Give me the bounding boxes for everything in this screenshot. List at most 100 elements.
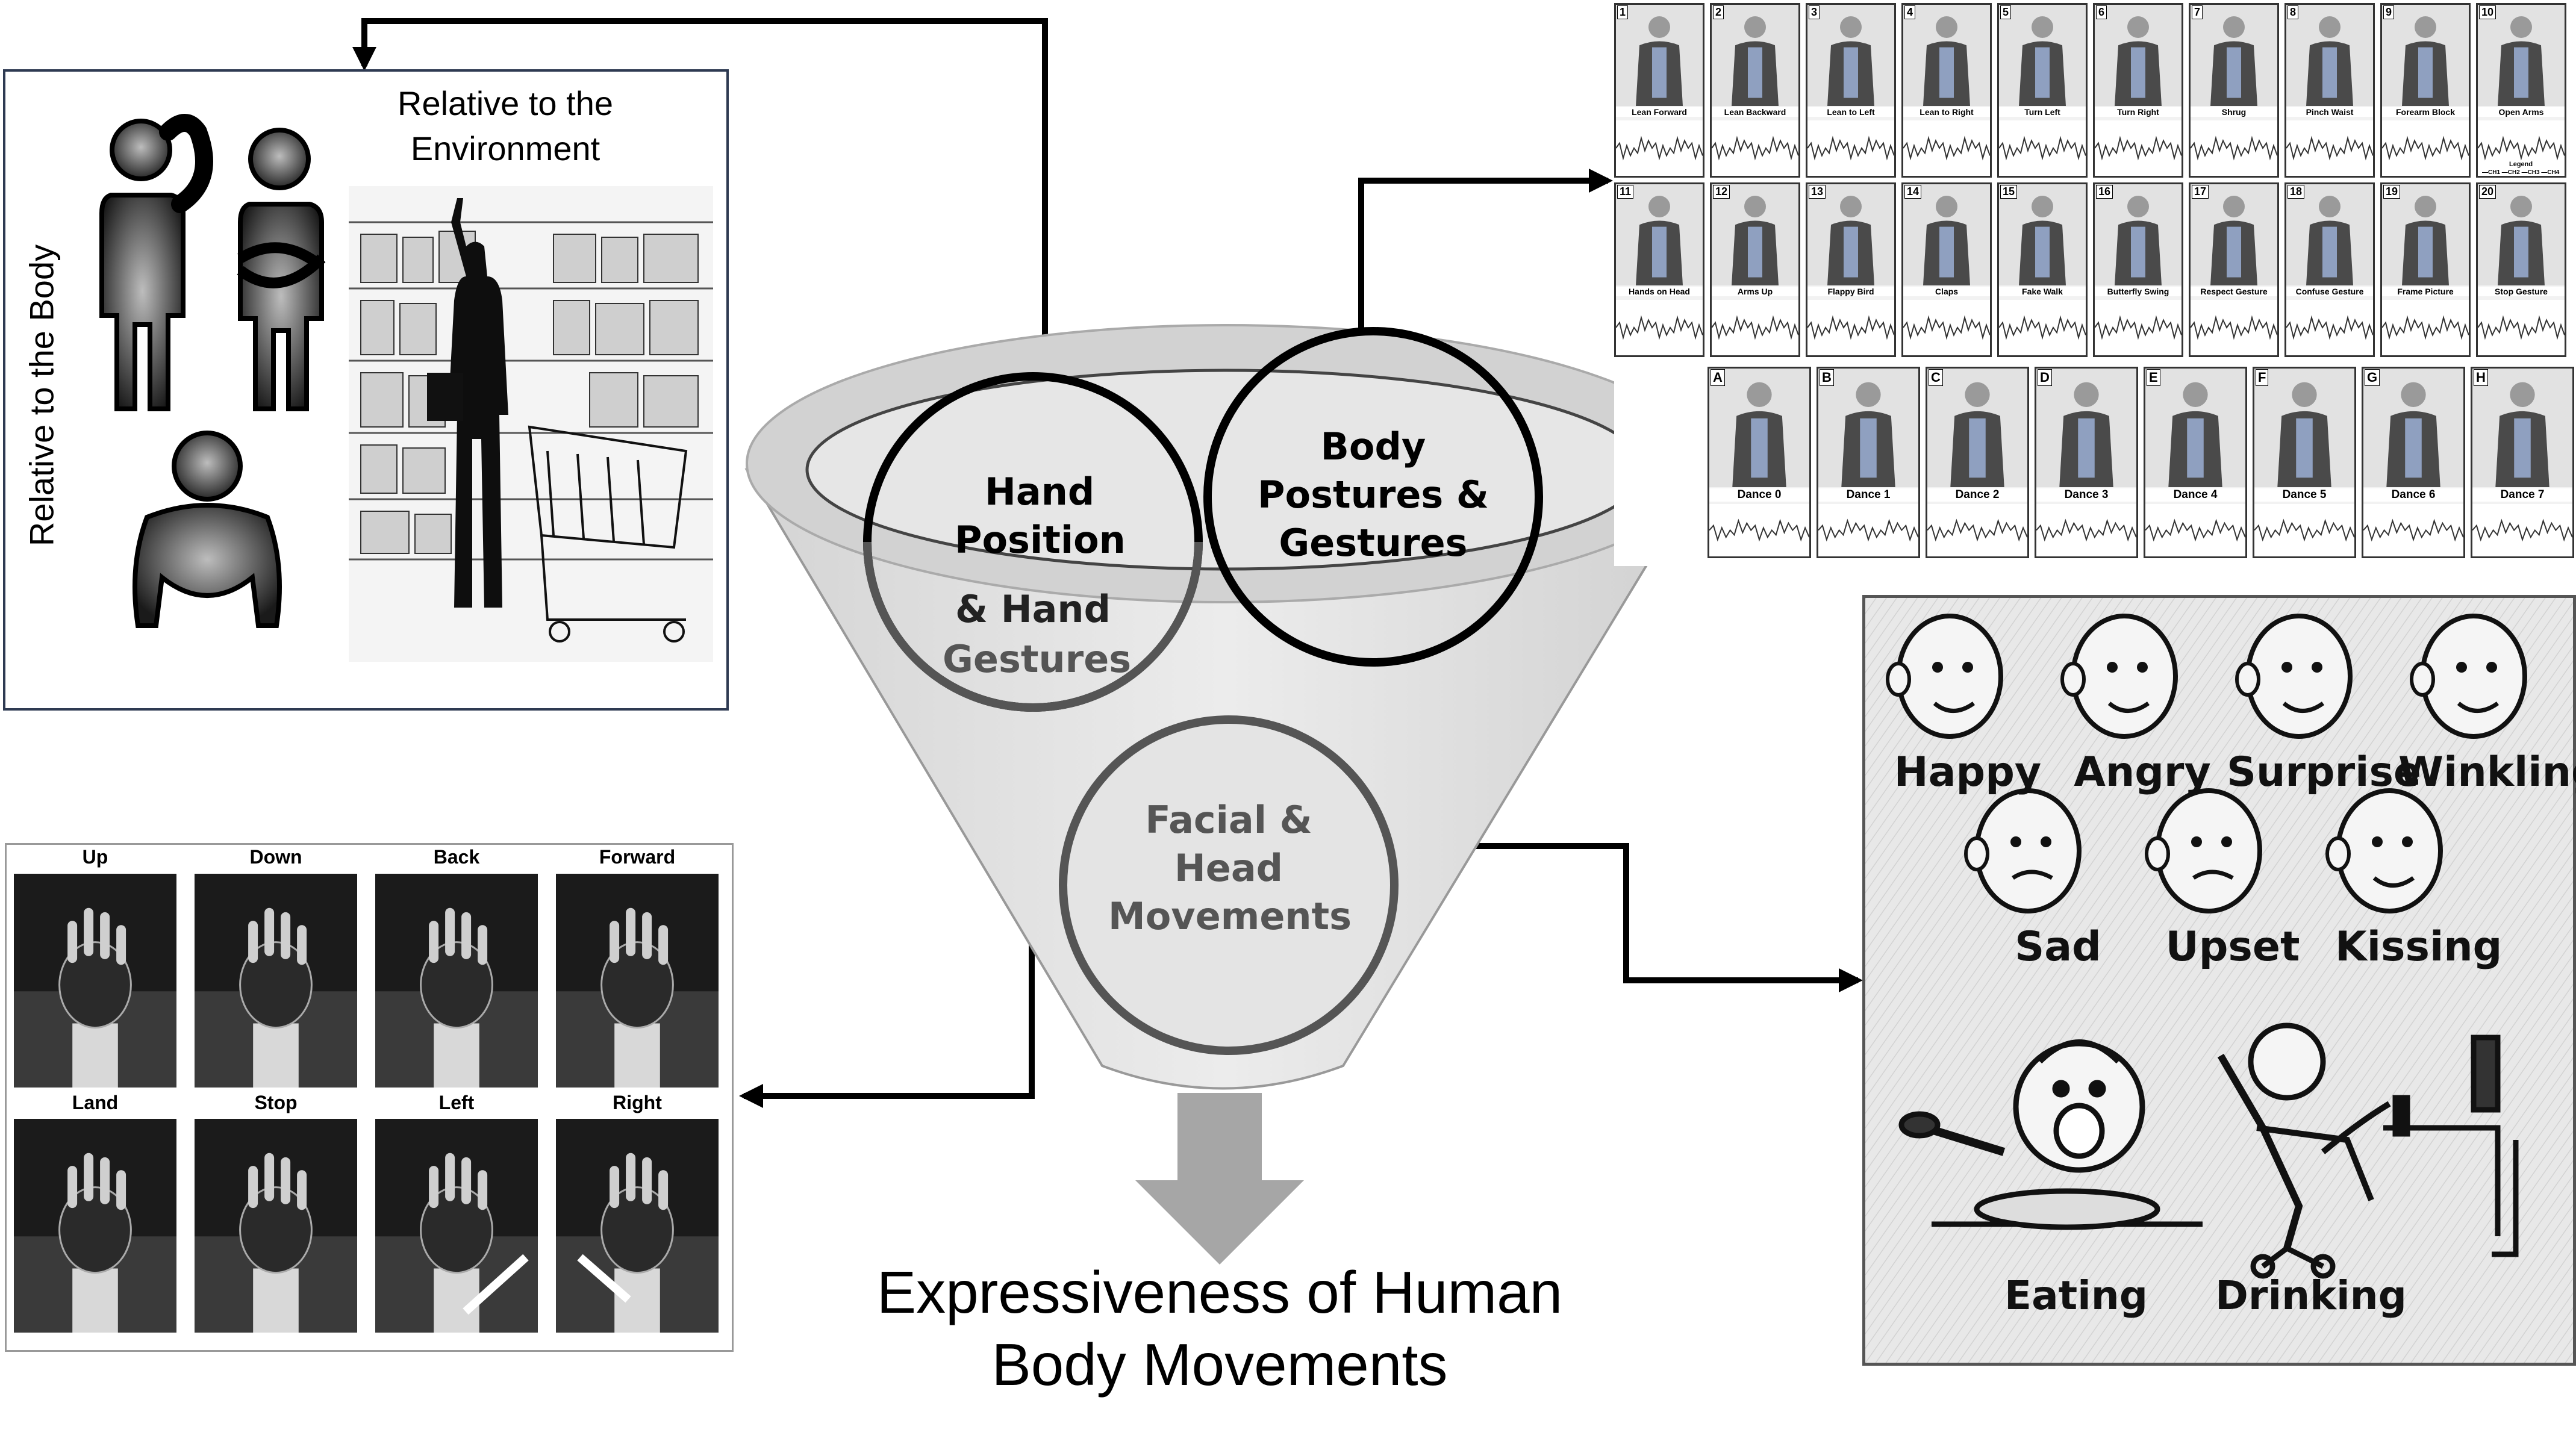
shopping-cart — [528, 425, 688, 643]
funnel-rim-inner — [805, 369, 1646, 571]
posture-image — [2382, 184, 2469, 285]
down-arrow-icon — [1135, 1093, 1304, 1265]
dance-letter: G — [2365, 369, 2380, 386]
face-circle-line2: Head — [1174, 846, 1283, 890]
face-expression-label: Winkling — [2398, 748, 2576, 796]
face-expression-label: Sad — [2015, 923, 2101, 971]
dance-label: Dance 2 — [1927, 488, 2027, 502]
supermarket-scene-image — [349, 186, 713, 662]
person-arms-crossed-icon — [237, 128, 326, 411]
face-expression-label: Kissing — [2335, 923, 2503, 971]
posture-image — [2286, 184, 2373, 285]
posture-number: 8 — [2288, 5, 2299, 19]
person-crouching-icon — [133, 431, 282, 628]
posture-image — [2095, 5, 2181, 106]
posture-image — [2478, 5, 2565, 106]
signal-trace — [1616, 300, 1703, 355]
posture-label: Arms Up — [1712, 287, 1798, 296]
signal-trace — [1927, 504, 2027, 556]
signal-trace — [1712, 300, 1798, 355]
dance-letter: E — [2147, 369, 2160, 386]
face-sketch-icon — [2145, 788, 2262, 913]
legend-title: Legend — [2509, 161, 2533, 168]
posture-image — [2382, 5, 2469, 106]
posture-number: 9 — [2383, 5, 2395, 19]
posture-number: 12 — [1713, 185, 1730, 199]
hand-circle-lower-gray — [863, 541, 1203, 712]
signal-trace — [2145, 504, 2245, 556]
posture-number: 10 — [2479, 5, 2496, 19]
face-sketch-icon — [1964, 788, 2082, 913]
signal-trace — [1818, 504, 1918, 556]
dance-image — [1927, 369, 2027, 487]
dance-image — [2036, 369, 2136, 487]
face-panel: HappyAngrySurpriseWinklingSadUpsetKissin… — [1862, 595, 2576, 1366]
posture-number: 14 — [1904, 185, 1922, 199]
posture-image — [1999, 184, 2086, 285]
body-circle-line3: Gestures — [1279, 521, 1468, 565]
dance-image — [2254, 369, 2354, 487]
posture-image — [1807, 5, 1894, 106]
face-expression-label: Happy — [1894, 748, 2042, 796]
funnel-diagram — [744, 324, 1707, 1090]
posture-label: Pinch Waist — [2286, 107, 2373, 117]
dance-letter: H — [2474, 369, 2488, 386]
signal-trace — [2191, 120, 2277, 176]
face-sketch-icon — [2325, 788, 2443, 913]
face-expression-label: Upset — [2165, 923, 2300, 971]
hand-gesture-label: Land — [72, 1092, 119, 1113]
signal-trace — [2036, 504, 2136, 556]
activity-label: Drinking — [2215, 1272, 2407, 1319]
hand-gesture-panel: Up Down Back — [5, 843, 734, 1352]
hand-circle-line1: Hand — [985, 470, 1095, 514]
dance-card: E Dance 4 — [2144, 367, 2247, 558]
legend-entries: —CH1 —CH2 —CH3 —CH4 — [2482, 169, 2560, 176]
posture-number: 7 — [2192, 5, 2203, 19]
posture-image — [2191, 184, 2277, 285]
signal-trace — [2095, 300, 2181, 355]
hand-gesture-label: Right — [613, 1092, 662, 1113]
hand-circle-line3: & Hand — [955, 587, 1111, 631]
dance-image — [1818, 369, 1918, 487]
posture-image — [2286, 5, 2373, 106]
person-hand-on-head-icon — [99, 114, 213, 411]
body-circle — [1203, 327, 1543, 667]
arrow-to-posture-panel — [1358, 169, 1613, 337]
posture-label: Claps — [1903, 287, 1990, 296]
posture-number: 2 — [1713, 5, 1724, 19]
hand-circle-line2: Position — [955, 518, 1126, 562]
dance-letter: C — [1929, 369, 1943, 386]
body-circle-line1: Body — [1320, 425, 1426, 468]
hand-gesture-image — [14, 874, 176, 1088]
dance-label: Dance 5 — [2254, 488, 2354, 502]
posture-image — [1903, 5, 1990, 106]
hand-gesture-label: Left — [438, 1092, 475, 1113]
posture-label: Forearm Block — [2382, 107, 2469, 117]
drinking-illustration — [2217, 1022, 2519, 1279]
body-circle-line2: Postures & — [1258, 473, 1489, 517]
hand-gesture-image — [375, 874, 538, 1088]
dance-letter: D — [2038, 369, 2052, 386]
dance-label: Dance 4 — [2145, 488, 2245, 502]
dance-letter: B — [1820, 369, 1834, 386]
face-sketch-icon — [2235, 614, 2353, 739]
signal-trace — [1807, 300, 1894, 355]
posture-label: Open Arms — [2478, 107, 2565, 117]
posture-image — [2095, 184, 2181, 285]
posture-label: Lean to Left — [1807, 107, 1894, 117]
env-label-line1: Relative to the — [398, 84, 613, 122]
